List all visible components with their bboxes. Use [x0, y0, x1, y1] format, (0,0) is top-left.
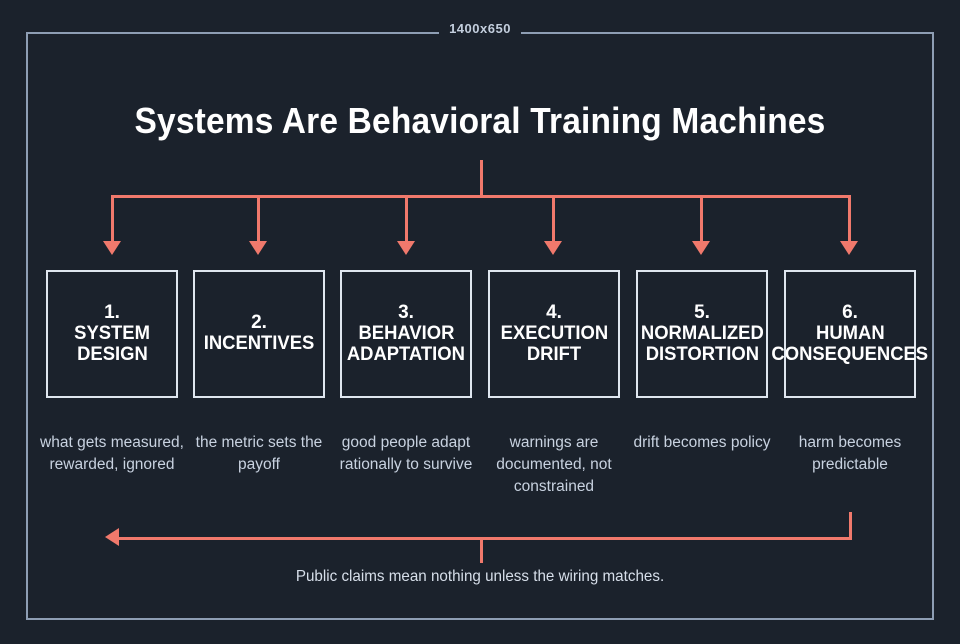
stage-title-5a: NORMALIZED	[640, 322, 764, 344]
stage-title-6b: CONSEQUENCES	[771, 343, 929, 365]
stage-number-1: 1.	[104, 301, 120, 323]
stage-title-2a: INCENTIVES	[203, 333, 315, 355]
stage-box-5[interactable]: 5. NORMALIZED DISTORTION	[636, 270, 768, 398]
stage-caption-6: harm becomes predictable	[798, 434, 902, 473]
stage-caption-4: warnings are documented, not constrained	[496, 434, 612, 495]
stage-title-1b: DESIGN	[76, 343, 148, 365]
stage-box-1[interactable]: 1. SYSTEM DESIGN	[46, 270, 178, 398]
stage-caption-1: what gets measured, rewarded, ignored	[40, 434, 184, 473]
feedback-arrow-head	[105, 528, 119, 546]
branch-line-1	[111, 195, 114, 243]
stage-title-4b: DRIFT	[526, 343, 582, 365]
branch-arrow-5	[692, 241, 710, 255]
feedback-riser-line	[849, 512, 852, 540]
stage-box-3[interactable]: 3. BEHAVIOR ADAPTATION	[340, 270, 472, 398]
stage-number-3: 3.	[398, 301, 414, 323]
stage-title-1a: SYSTEM	[74, 322, 150, 344]
stage-caption-5: drift becomes policy	[633, 434, 771, 451]
branch-arrow-2	[249, 241, 267, 255]
branch-line-6	[848, 195, 851, 243]
footer-note: Public claims mean nothing unless the wi…	[295, 568, 665, 585]
branch-line-5	[700, 195, 703, 243]
stage-title-4a: EXECUTION	[500, 322, 608, 344]
stage-number-2: 2.	[251, 312, 267, 334]
stage-caption-2: the metric sets the payoff	[195, 434, 323, 473]
distribution-bus-line	[111, 195, 851, 198]
stage-number-4: 4.	[546, 301, 562, 323]
stage-title-3b: ADAPTATION	[346, 343, 466, 365]
branch-line-2	[257, 195, 260, 243]
page-title: Systems Are Behavioral Training Machines	[134, 100, 826, 141]
branch-arrow-3	[397, 241, 415, 255]
stage-number-6: 6.	[842, 301, 858, 323]
branch-line-4	[552, 195, 555, 243]
stage-box-2[interactable]: 2. INCENTIVES	[193, 270, 325, 398]
stage-box-4[interactable]: 4. EXECUTION DRIFT	[488, 270, 620, 398]
branch-arrow-1	[103, 241, 121, 255]
stage-title-6a: HUMAN	[815, 322, 885, 344]
branch-line-3	[405, 195, 408, 243]
stage-box-6[interactable]: 6. HUMAN CONSEQUENCES	[772, 270, 928, 398]
stage-caption-3: good people adapt rationally to survive	[339, 434, 473, 473]
branch-arrow-6	[840, 241, 858, 255]
feedback-footer-stem	[480, 537, 483, 563]
stage-title-3a: BEHAVIOR	[358, 322, 454, 344]
feedback-return-line	[118, 537, 852, 540]
title-stem-line	[480, 160, 483, 198]
branch-arrow-4	[544, 241, 562, 255]
stage-number-5: 5.	[694, 301, 710, 323]
stage-title-5b: DISTORTION	[645, 343, 759, 365]
